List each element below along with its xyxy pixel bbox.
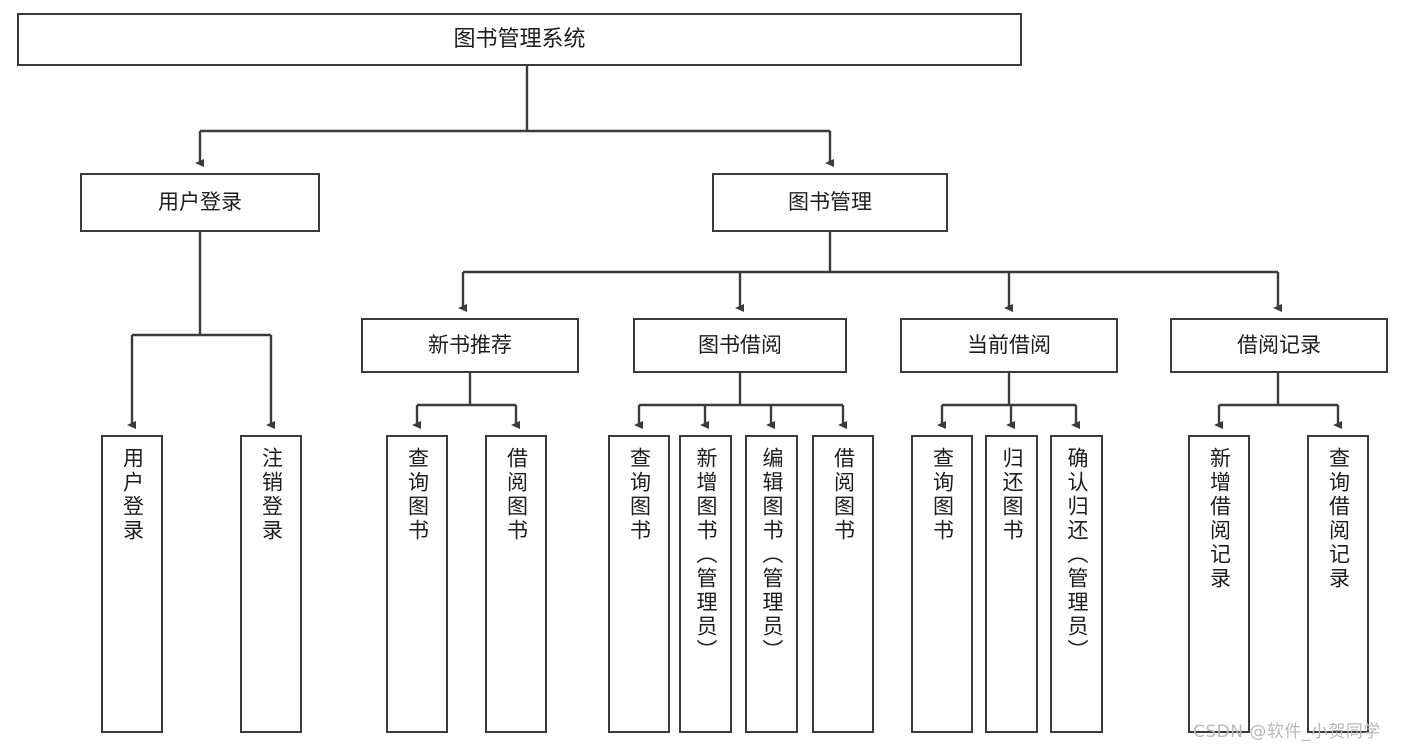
node-book-borrow-label: 图书借阅 xyxy=(698,333,782,358)
node-leaf-query-record-label: 查询借阅记录 xyxy=(1326,447,1351,591)
csdn-watermark: CSDN @软件_小贺同学 xyxy=(1193,722,1381,742)
node-leaf-query-book-1[interactable]: 查询图书 xyxy=(386,435,448,733)
node-leaf-query-book-2[interactable]: 查询图书 xyxy=(608,435,670,733)
node-book-manage[interactable]: 图书管理 xyxy=(712,173,948,232)
node-leaf-query-book-3-label: 查询图书 xyxy=(930,447,955,543)
node-leaf-query-book-2-label: 查询图书 xyxy=(627,447,652,543)
node-leaf-user-login[interactable]: 用户登录 xyxy=(101,435,163,733)
node-leaf-add-record-label: 新增借阅记录 xyxy=(1207,447,1232,591)
node-leaf-add-record[interactable]: 新增借阅记录 xyxy=(1188,435,1250,733)
node-leaf-edit-book-label: 编辑图书（管理员） xyxy=(760,447,784,663)
node-new-book-rec-label: 新书推荐 xyxy=(428,333,512,358)
node-leaf-borrow-book-1-label: 借阅图书 xyxy=(504,447,529,543)
node-leaf-user-logout[interactable]: 注销登录 xyxy=(240,435,302,733)
node-book-manage-label: 图书管理 xyxy=(788,190,872,215)
node-current-borrow-label: 当前借阅 xyxy=(967,333,1051,358)
node-root[interactable]: 图书管理系统 xyxy=(17,13,1022,66)
node-leaf-query-book-1-label: 查询图书 xyxy=(405,447,430,543)
node-leaf-query-book-3[interactable]: 查询图书 xyxy=(911,435,973,733)
node-leaf-add-book-label: 新增图书（管理员） xyxy=(694,447,718,663)
node-new-book-rec[interactable]: 新书推荐 xyxy=(361,318,579,373)
node-root-label: 图书管理系统 xyxy=(453,26,586,52)
node-book-borrow[interactable]: 图书借阅 xyxy=(633,318,847,373)
node-current-borrow[interactable]: 当前借阅 xyxy=(900,318,1118,373)
node-leaf-borrow-book-1[interactable]: 借阅图书 xyxy=(485,435,547,733)
node-leaf-add-book[interactable]: 新增图书（管理员） xyxy=(679,435,732,733)
node-leaf-return-book-label: 归还图书 xyxy=(1000,447,1024,543)
node-leaf-user-logout-label: 注销登录 xyxy=(259,447,284,543)
node-leaf-borrow-book-2[interactable]: 借阅图书 xyxy=(812,435,874,733)
node-leaf-query-record[interactable]: 查询借阅记录 xyxy=(1307,435,1369,733)
node-leaf-return-book[interactable]: 归还图书 xyxy=(985,435,1038,733)
node-leaf-user-login-label: 用户登录 xyxy=(120,447,145,543)
node-leaf-confirm-return-label: 确认归还（管理员） xyxy=(1065,447,1089,663)
node-borrow-record-label: 借阅记录 xyxy=(1237,333,1321,358)
node-borrow-record[interactable]: 借阅记录 xyxy=(1170,318,1388,373)
node-user-login-label: 用户登录 xyxy=(158,190,242,215)
node-leaf-edit-book[interactable]: 编辑图书（管理员） xyxy=(745,435,798,733)
node-leaf-borrow-book-2-label: 借阅图书 xyxy=(831,447,856,543)
node-leaf-confirm-return[interactable]: 确认归还（管理员） xyxy=(1050,435,1103,733)
node-user-login[interactable]: 用户登录 xyxy=(80,173,320,232)
